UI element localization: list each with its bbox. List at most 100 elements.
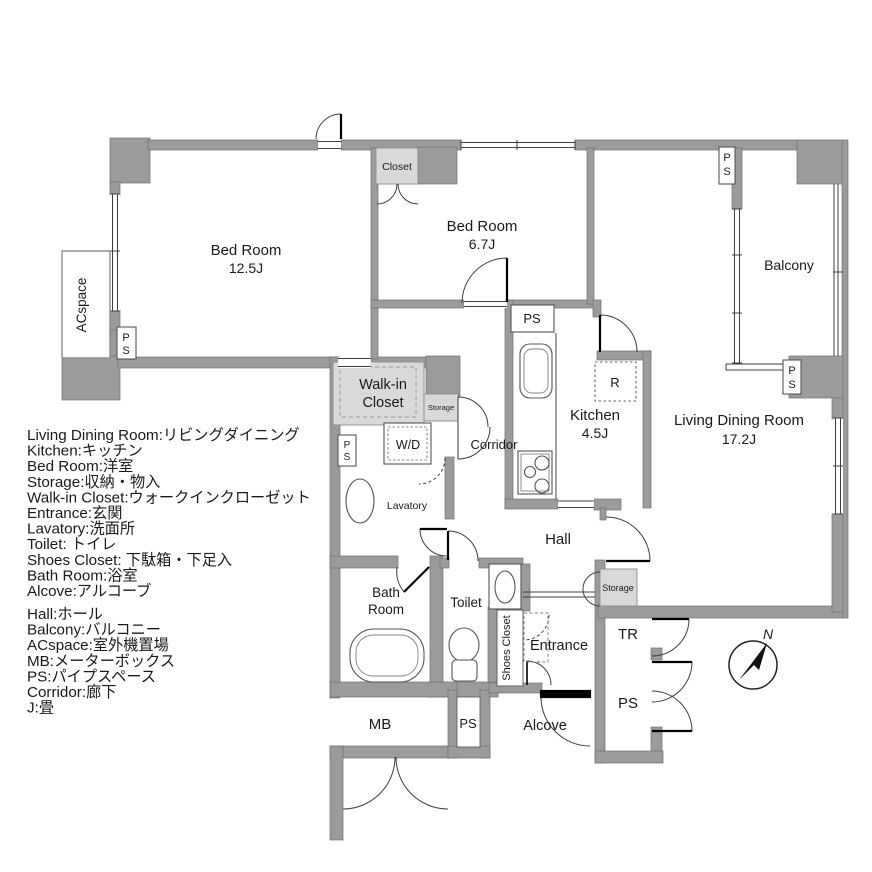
ps-west-s: S <box>122 345 129 357</box>
ldr-size: 17.2J <box>722 431 756 447</box>
fixtures <box>345 333 637 683</box>
ps-bottom-label: PS <box>459 716 477 731</box>
ps-north-p: P <box>723 152 730 164</box>
stove-burner-3 <box>534 478 550 494</box>
refrigerator-label: R <box>610 375 619 390</box>
wd-dashed-arc <box>418 457 446 485</box>
storage-hall-door-arc-upper <box>582 571 601 590</box>
bathtub-inner <box>355 634 419 677</box>
bath-door-arc <box>396 566 405 593</box>
legend-item: Storage:収納・物入 <box>27 474 160 491</box>
kitchen-size: 4.5J <box>582 425 608 441</box>
closet-door-arc-right <box>397 183 419 205</box>
storage-hall-area <box>599 568 638 607</box>
legend-item: Balcony:バルコニー <box>27 622 161 639</box>
legend-item: Living Dining Room:リビングダイニング <box>27 427 300 444</box>
mb-door-arc-left <box>342 756 396 810</box>
ps-lavatory-s: S <box>344 452 351 463</box>
compass-north-label: N <box>763 626 774 642</box>
ps-east-p: P <box>788 365 795 377</box>
legend-item: Walk-in Closet:ウォークインクローゼット <box>27 489 311 506</box>
wic-label-1: Walk-in <box>359 377 407 393</box>
tr-label: TR <box>618 626 638 643</box>
legend-item: Lavatory:洗面所 <box>27 521 135 538</box>
lavatory-label: Lavatory <box>387 500 428 512</box>
compass: N <box>728 626 778 690</box>
balcony-label: Balcony <box>764 257 814 273</box>
corridor-label: Corridor <box>471 437 519 452</box>
ps-box-east <box>782 359 802 395</box>
legend-item: Hall:ホール <box>27 606 103 623</box>
legend-item: J:畳 <box>27 700 54 717</box>
ldr-label: Living Dining Room <box>674 412 804 429</box>
legend-item: Toilet: トイレ <box>27 536 116 553</box>
legend-item: Corridor:廊下 <box>27 684 116 701</box>
closet-door-arc-left <box>376 183 398 205</box>
shoes-closet-label: Shoes Closet <box>501 615 513 680</box>
legend-item: MB:メーターボックス <box>27 653 175 670</box>
bedroom1-size: 12.5J <box>229 260 263 276</box>
windows <box>110 140 843 598</box>
kitchen-door-arc <box>599 314 638 353</box>
ldr-door-arc <box>605 516 651 562</box>
bedroom1-label: Bed Room <box>211 242 282 259</box>
bedroom1-exterior-door-arc <box>315 113 342 140</box>
closet-areas <box>332 147 638 607</box>
storage-corridor-area <box>423 393 459 422</box>
ps-door-arc-lower <box>651 690 693 732</box>
hall-label: Hall <box>545 531 571 548</box>
legend-item: ACspace:室外機置場 <box>27 637 169 654</box>
legend-item: Bath Room:浴室 <box>27 567 138 584</box>
storage-hall-label: Storage <box>602 583 634 593</box>
legend: Living Dining Room:リビングダイニング Kitchen:キッチ… <box>27 427 311 717</box>
legend-item: Shoes Closet: 下駄箱・下足入 <box>27 552 232 569</box>
entrance-door-leaf <box>539 689 592 699</box>
walls <box>61 137 849 841</box>
kitchen-label: Kitchen <box>570 407 620 424</box>
acspace-label: ACspace <box>74 278 89 333</box>
ps-box-north <box>718 146 736 185</box>
ps-lavatory-p: P <box>344 440 351 451</box>
lavatory-door-arc <box>419 528 448 557</box>
ps-box-bottom <box>456 696 481 748</box>
toilet-door-arc <box>447 530 479 562</box>
door-arcs <box>315 113 693 810</box>
lavatory-basin <box>345 478 375 524</box>
ps-box-kitchen <box>510 304 555 333</box>
walk-in-closet-area <box>332 361 425 426</box>
mb-label: MB <box>369 716 392 733</box>
corridor-closet-door-arc-lower <box>457 426 491 460</box>
tr-door-arc <box>651 618 690 657</box>
bedroom2-label: Bed Room <box>447 218 518 235</box>
legend-item: Entrance:玄関 <box>27 505 122 522</box>
bath-label-1: Bath <box>372 585 400 600</box>
legend-item: Alcove:アルコーブ <box>27 582 151 600</box>
acspace-box <box>61 250 111 359</box>
ps-north-s: S <box>723 166 730 178</box>
toilet-tank-basin <box>494 570 516 604</box>
stove-burner-2 <box>523 465 537 479</box>
wd-label: W/D <box>396 438 420 452</box>
ps-door-arc-upper <box>651 661 693 703</box>
stove-burner-1 <box>534 455 550 471</box>
door-leaves <box>339 114 692 733</box>
compass-needle-icon <box>739 643 767 680</box>
ps-box-lavatory <box>337 434 357 467</box>
legend-item: Kitchen:キッチン <box>27 443 143 460</box>
mb-door-arc-right <box>395 756 449 810</box>
entrance-cabinet-dashed-box <box>523 612 549 663</box>
entrance-door-arc <box>540 696 591 747</box>
ps-west-p: P <box>122 332 129 344</box>
kitchen-sink-inner <box>523 348 549 394</box>
room-labels: Bed Room 12.5J Bed Room 6.7J Kitchen 4.5… <box>74 152 814 734</box>
toilet-bowl <box>448 627 480 663</box>
bath-door-leaf <box>403 566 430 593</box>
entrance-label: Entrance <box>530 638 588 654</box>
ps-east-s: S <box>788 379 795 391</box>
bedroom2-door-arc <box>461 257 508 304</box>
entrance-cabinet-dashed-arc <box>523 614 550 641</box>
storage-corridor-label: Storage <box>428 403 454 412</box>
corridor-closet-door-arc-upper <box>457 396 489 428</box>
